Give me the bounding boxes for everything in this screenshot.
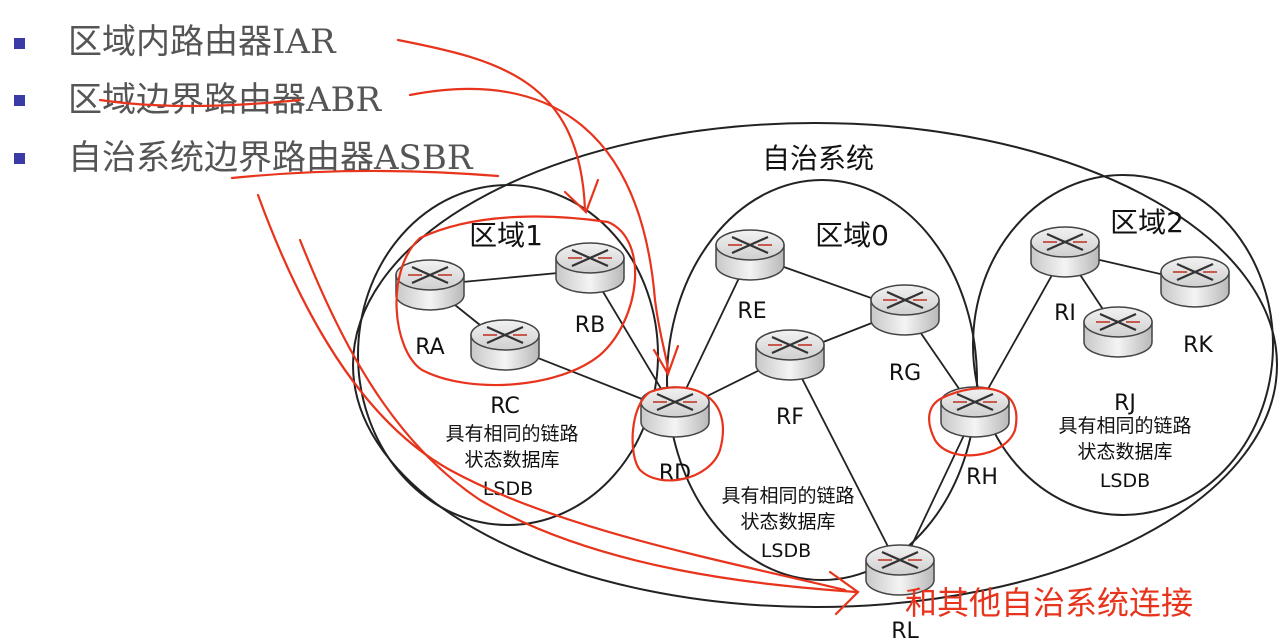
- ink-arrow-iar: [396, 38, 587, 212]
- router-ri: [1029, 225, 1101, 279]
- lsdb-note-area2: 具有相同的链路 状态数据库 LSDB: [1058, 415, 1191, 492]
- label-rb: RB: [575, 313, 605, 338]
- as-boundary: [352, 122, 1278, 608]
- area2-label: 区域2: [1110, 206, 1184, 239]
- lsdb-note-area1: 具有相同的链路 状态数据库 LSDB: [445, 423, 578, 500]
- svg-text:具有相同的链路: 具有相同的链路: [1058, 415, 1191, 437]
- router-re: [714, 228, 786, 282]
- bullet-marker: [14, 153, 25, 164]
- label-rc: RC: [490, 394, 520, 419]
- router-rg: [869, 283, 941, 337]
- svg-text:状态数据库: 状态数据库: [464, 449, 559, 471]
- ink-note-external: 和其他自治系统连接: [905, 584, 1193, 622]
- bullet-abr: 区域边界路由器ABR: [68, 80, 382, 120]
- ink-arrow-asbr-2: [298, 238, 858, 594]
- router-rc: [469, 318, 541, 372]
- label-ri: RI: [1054, 301, 1076, 326]
- ink-arrow-asbr-1: [256, 193, 847, 592]
- svg-text:LSDB: LSDB: [761, 540, 811, 562]
- svg-text:具有相同的链路: 具有相同的链路: [445, 423, 578, 445]
- label-rd: RD: [659, 461, 691, 486]
- router-rb: [554, 241, 626, 295]
- label-rg: RG: [889, 361, 921, 386]
- bullet-marker: [14, 95, 25, 106]
- svg-text:LSDB: LSDB: [1100, 470, 1150, 492]
- ink-circle-area1: [395, 215, 637, 387]
- area2-boundary: [972, 174, 1274, 516]
- label-rh: RH: [966, 465, 998, 490]
- ink-circle-rd: [631, 386, 724, 482]
- label-rl: RL: [891, 619, 919, 640]
- ink-underline-abr: [98, 98, 302, 108]
- label-rf: RF: [776, 405, 804, 430]
- svg-text:具有相同的链路: 具有相同的链路: [721, 485, 854, 507]
- lsdb-note-area0: 具有相同的链路 状态数据库 LSDB: [721, 485, 854, 562]
- ink-annotations: [98, 38, 1018, 616]
- label-rk: RK: [1183, 333, 1213, 358]
- router-rk: [1159, 255, 1231, 309]
- ink-underline-asbr: [230, 169, 500, 180]
- label-ra: RA: [415, 335, 444, 360]
- bullet-marker: [14, 38, 25, 49]
- area0-label: 区域0: [815, 219, 889, 252]
- router-rj: [1082, 305, 1154, 359]
- ink-arrow-abr: [408, 87, 670, 374]
- router-ra: [394, 258, 466, 312]
- label-re: RE: [737, 299, 766, 324]
- svg-text:状态数据库: 状态数据库: [740, 511, 835, 533]
- label-rj: RJ: [1114, 391, 1136, 416]
- svg-text:LSDB: LSDB: [483, 478, 533, 500]
- svg-text:状态数据库: 状态数据库: [1077, 441, 1172, 463]
- router-rf: [754, 328, 826, 382]
- bullet-iar: 区域内路由器IAR: [68, 22, 336, 62]
- area1-label: 区域1: [469, 219, 543, 252]
- ink-circle-rh: [928, 387, 1018, 457]
- as-label: 自治系统: [762, 142, 874, 175]
- router-rd: [639, 385, 711, 439]
